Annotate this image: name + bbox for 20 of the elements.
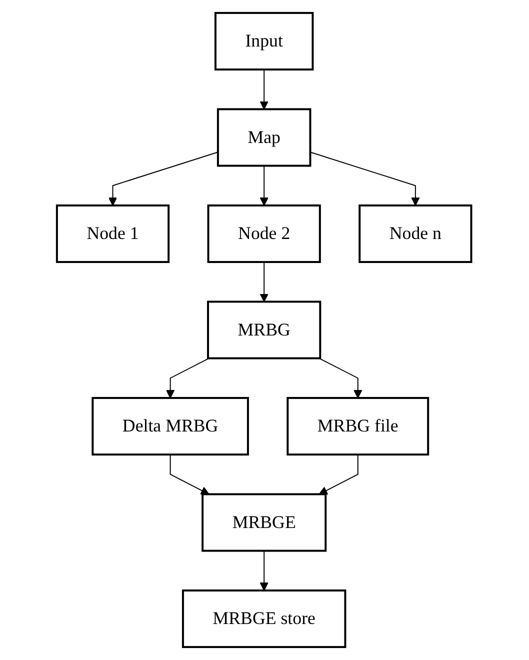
arrow	[170, 454, 210, 495]
arrow	[319, 454, 359, 495]
arrow	[310, 152, 420, 206]
node-box: MRBG file	[287, 396, 430, 456]
node-box: Node n	[359, 204, 473, 263]
arrow	[260, 69, 269, 110]
node-box: MRBG	[207, 300, 322, 360]
arrow	[166, 358, 210, 398]
node-box: Input	[214, 12, 314, 70]
arrow	[108, 152, 219, 206]
arrow	[260, 550, 269, 591]
node-box: Node 1	[56, 204, 170, 263]
arrow	[319, 358, 363, 398]
node-box: Map	[217, 108, 312, 167]
arrow	[260, 165, 269, 206]
node-box: Node 2	[208, 204, 322, 263]
node-box: MRBGE	[202, 493, 328, 552]
node-box: MRBGE store	[182, 589, 347, 648]
node-box: Delta MRBG	[92, 396, 250, 456]
arrow	[260, 262, 269, 302]
